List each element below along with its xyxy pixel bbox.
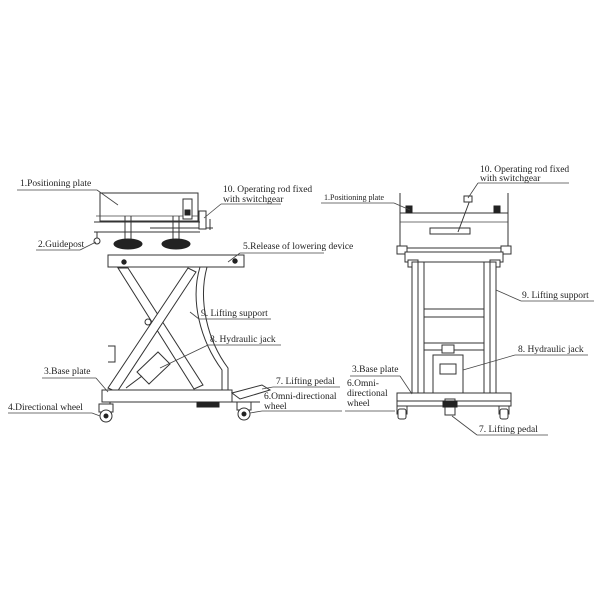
label-hydraulic-jack: 8. Hydraulic jack — [210, 335, 276, 345]
label-front-positioning-plate: 1.Positioning plate — [324, 193, 384, 202]
front-labels: 10. Operating rod fixed with switchgear … — [324, 164, 589, 435]
side-scissor-arm-a — [117, 267, 204, 390]
label-release-lowering: 5.Release of lowering device — [243, 241, 353, 252]
front-wheel-right — [499, 408, 509, 420]
label-front-lifting-support: 9. Lifting support — [522, 290, 589, 301]
side-clamp-right — [161, 238, 191, 250]
label-guidepost: 2.Guidepost — [38, 240, 85, 250]
side-hydraulic-jack — [136, 351, 171, 385]
label-directional-wheel: 4.Directional wheel — [8, 403, 83, 413]
label-positioning-plate: 1.Positioning plate — [20, 179, 91, 189]
label-operating-rod-2: with switchgear — [223, 195, 284, 205]
side-labels: 1.Positioning plate 2.Guidepost 10. Oper… — [8, 179, 353, 413]
label-front-lifting-pedal: 7. Lifting pedal — [479, 424, 538, 435]
label-front-hydraulic-jack: 8. Hydraulic jack — [518, 345, 584, 355]
side-base-plate — [101, 389, 233, 403]
front-wheel-left — [397, 408, 407, 420]
label-omni-wheel-2: wheel — [264, 402, 287, 412]
side-lifting-pedal — [230, 384, 272, 400]
side-lift-top-plate — [107, 254, 245, 268]
front-lift-top-plate — [404, 251, 504, 263]
label-base-plate: 3.Base plate — [44, 367, 90, 377]
front-operating-rod — [457, 199, 471, 233]
label-lifting-pedal: 7. Lifting pedal — [276, 376, 335, 387]
label-front-omni-wheel-1: 6.Omni- — [347, 379, 379, 389]
label-omni-wheel-1: 6.Omni-directional — [264, 392, 337, 402]
label-front-omni-wheel-2: directional — [347, 389, 388, 399]
front-view — [396, 193, 512, 420]
label-lifting-support: 9. Lifting support — [201, 308, 268, 319]
label-front-omni-wheel-3: wheel — [347, 399, 370, 409]
side-clamp-left — [113, 238, 143, 250]
label-front-operating-rod-1: 10. Operating rod fixed — [480, 164, 569, 175]
side-view — [93, 192, 272, 423]
side-leader-lines — [8, 189, 342, 417]
label-operating-rod-1: 10. Operating rod fixed — [223, 184, 312, 195]
label-front-operating-rod-2: with switchgear — [480, 174, 541, 184]
label-front-base-plate: 3.Base plate — [352, 365, 398, 375]
front-leader-lines — [321, 182, 594, 436]
